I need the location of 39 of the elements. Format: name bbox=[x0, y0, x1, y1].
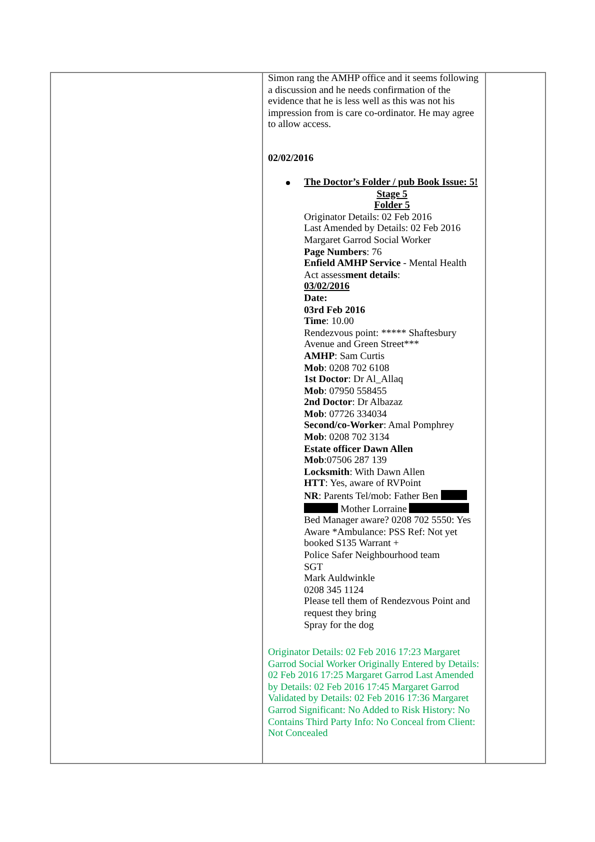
text-line: Margaret Garrod Social Worker bbox=[304, 234, 432, 247]
folder-heading: Folder 5 bbox=[373, 200, 411, 212]
text-line: NR: Parents Tel/mob: Father Ben bbox=[304, 491, 438, 502]
note-paragraph: Simon rang the AMHP office and it seems following a discussion and he needs confirmation of the evidence that he is less well as this was not his impression from is care co-ordinator. He may agree to allow access. bbox=[268, 73, 480, 131]
date-heading: 03/02/2016 bbox=[304, 281, 351, 293]
text-line: Mob: 07950 558455 bbox=[304, 386, 388, 398]
text-line: Mob: 07726 334034 bbox=[304, 408, 388, 420]
text-line: Rendezvous point: ***** Shaftesbury Avenue and Green Street*** bbox=[304, 328, 458, 351]
text-line: 0208 345 1124 bbox=[304, 584, 365, 596]
text-line: Originator Details: 02 Feb 2016 bbox=[304, 212, 433, 224]
text-line: HTT: Yes, aware of RVPoint bbox=[304, 478, 422, 490]
text-line: Please tell them of Rendezvous Point and request they bring bbox=[304, 596, 472, 620]
text-line: Bed Manager aware? 0208 702 5550: Yes bbox=[304, 515, 472, 527]
text-line: Mother Lorraine bbox=[340, 504, 407, 515]
text-line: Page Numbers: 76 bbox=[304, 246, 383, 258]
text-line: Date: bbox=[304, 292, 328, 305]
folder-heading: The Doctor’s Folder / pub Book Issue: 5! bbox=[304, 177, 479, 189]
text-line: Mob: 0208 702 6108 bbox=[304, 362, 390, 374]
text-line: 1st Doctor: Dr Al_Allaq bbox=[304, 374, 404, 386]
text-line: Second/co-Worker: Amal Pomphrey bbox=[304, 420, 455, 432]
text-line: Spray for the dog bbox=[304, 620, 375, 632]
text-line: SGT bbox=[304, 562, 324, 574]
text-line: Locksmith: With Dawn Allen bbox=[304, 466, 426, 478]
audit-paragraph: Originator Details: 02 Feb 2016 17:23 Margaret Garrod Social Worker Originally Entered by Details: 02 Feb 2016 17:25 Margaret Garrod Last Amended by Details: 02 Feb 2016 17:45 Margaret Garrod Validated by Details: 02 Feb 2016 17:36 Margaret Garrod Significant: No Added to Risk History: No bbox=[268, 647, 480, 717]
text-line: 2nd Doctor: Dr Albazaz bbox=[304, 397, 404, 409]
text-line: Police Safer Neighbourhood team bbox=[304, 550, 441, 562]
stage-heading: Stage 5 bbox=[376, 188, 408, 200]
text-line: Aware *Ambulance: PSS Ref: Not yet booked S135 Warrant + bbox=[304, 526, 458, 550]
text-line: Mob:07506 287 139 bbox=[304, 455, 388, 467]
date-heading: 02/02/2016 bbox=[268, 153, 315, 165]
text-line: Mark Auldwinkle bbox=[304, 573, 376, 585]
audit-paragraph: Contains Third Party Info: No Conceal from Client: Not Concealed bbox=[268, 716, 476, 740]
text-line: Estate officer Dawn Allen bbox=[304, 444, 414, 456]
text-line: Mob: 0208 702 3134 bbox=[304, 432, 390, 444]
text-line: Time: 10.00 bbox=[304, 316, 355, 328]
text-line: Last Amended by Details: 02 Feb 2016 bbox=[304, 223, 462, 235]
text-line: AMHP: Sam Curtis bbox=[304, 350, 386, 362]
text-line: 03rd Feb 2016 bbox=[304, 304, 366, 316]
text-line: Enfield AMHP Service - Mental Health Act assessment details: bbox=[304, 258, 468, 282]
